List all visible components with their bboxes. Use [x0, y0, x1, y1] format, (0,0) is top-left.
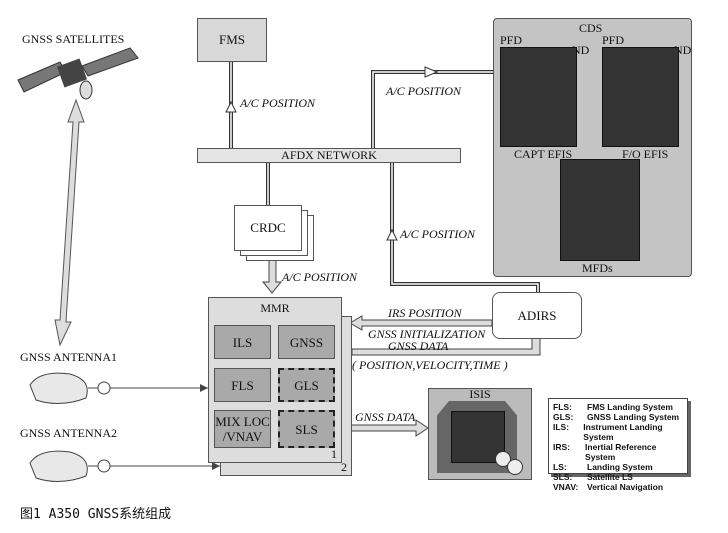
fls-function: FLS	[214, 368, 271, 402]
legend-value: Inertial Reference System	[585, 442, 657, 462]
legend-row: LS: Landing System	[553, 462, 683, 472]
legend-key: LS:	[553, 462, 567, 472]
mfds-label: MFDs	[582, 261, 613, 275]
legend-row: GLS: GNSS Landing System	[553, 412, 683, 422]
isis-title: ISIS	[469, 387, 491, 401]
capt-pfd-label: PFD	[500, 33, 523, 47]
legend-key: IRS:	[553, 442, 570, 452]
mmr-unit-1-number: 1	[331, 447, 337, 461]
mmr-title: MMR	[260, 301, 290, 315]
adirs-box: ADIRS	[492, 292, 582, 339]
legend-key: FLS:	[553, 402, 572, 412]
cds-box: CDS PFD ND PFD ND CAPT EFIS F/O EFIS MFD…	[493, 18, 692, 277]
crdc-position-label: A/C POSITION	[282, 270, 357, 284]
satellite-icon	[17, 47, 139, 100]
antenna1-icon	[29, 372, 88, 404]
legend-row: IRS: Inertial Reference System	[553, 442, 683, 462]
legend-value: GNSS Landing System	[587, 412, 680, 422]
isis-gnss-data-label: GNSS DATA	[355, 410, 416, 424]
capt-efis-display	[500, 47, 577, 147]
capt-efis-label: CAPT EFIS	[514, 147, 573, 161]
legend-value: Satellite LS	[587, 472, 633, 482]
legend-row: FLS: FMS Landing System	[553, 402, 683, 412]
fo-efis-label: F/O EFIS	[622, 147, 669, 161]
gls-function: GLS	[278, 368, 335, 402]
antenna2-label: GNSS ANTENNA2	[20, 426, 118, 440]
legend-value: Vertical Navigation	[587, 482, 664, 492]
fms-position-label: A/C POSITION	[240, 96, 315, 110]
ils-function: ILS	[214, 325, 271, 359]
legend-key: ILS:	[553, 422, 570, 432]
crdc-box: CRDC	[234, 205, 302, 251]
sls-function: SLS	[278, 410, 335, 448]
antenna1-label: GNSS ANTENNA1	[20, 350, 118, 364]
legend-value: Instrument Landing System	[583, 422, 663, 442]
irs-position-label: IRS POSITION	[388, 306, 462, 320]
adirs-position-label: A/C POSITION	[400, 227, 475, 241]
mmr-unit-2-number: 2	[341, 460, 347, 474]
legend-row: VNAV: Vertical Navigation	[553, 482, 683, 492]
gnss-init-label: GNSS INITIALIZATION	[368, 327, 486, 341]
legend-row: ILS: Instrument Landing System	[553, 422, 683, 442]
legend-key: GLS:	[553, 412, 574, 422]
cds-position-label: A/C POSITION	[386, 84, 461, 98]
mix-loc-vnav-function: MIX LOC /VNAV	[214, 410, 271, 448]
mfd-display	[560, 159, 640, 261]
fo-pfd-label: PFD	[602, 33, 625, 47]
gnss-data-label: GNSS DATA	[388, 339, 449, 353]
cds-title: CDS	[579, 21, 603, 35]
fms-box: FMS	[197, 18, 267, 62]
gnss-function: GNSS	[278, 325, 335, 359]
legend-key: SLS:	[553, 472, 573, 482]
satellites-label: GNSS SATELLITES	[22, 32, 125, 46]
legend-value: Landing System	[587, 462, 653, 472]
figure-caption: 图1 A350 GNSS系统组成	[20, 507, 172, 522]
abbreviation-legend: FLS: FMS Landing System GLS: GNSS Landing …	[548, 398, 688, 492]
legend-key: VNAV:	[553, 482, 579, 492]
isis-box: ISIS	[428, 387, 532, 480]
pvt-label: ( POSITION,VELOCITY,TIME )	[352, 358, 508, 372]
afdx-network-bar: AFDX NETWORK	[197, 148, 461, 163]
isis-knob2-icon	[507, 459, 523, 475]
antenna2-icon	[29, 450, 88, 482]
fo-efis-display	[602, 47, 679, 147]
legend-row: SLS: Satellite LS	[553, 472, 683, 482]
legend-value: FMS Landing System	[587, 402, 673, 412]
satellite-link-arrow	[54, 98, 85, 347]
